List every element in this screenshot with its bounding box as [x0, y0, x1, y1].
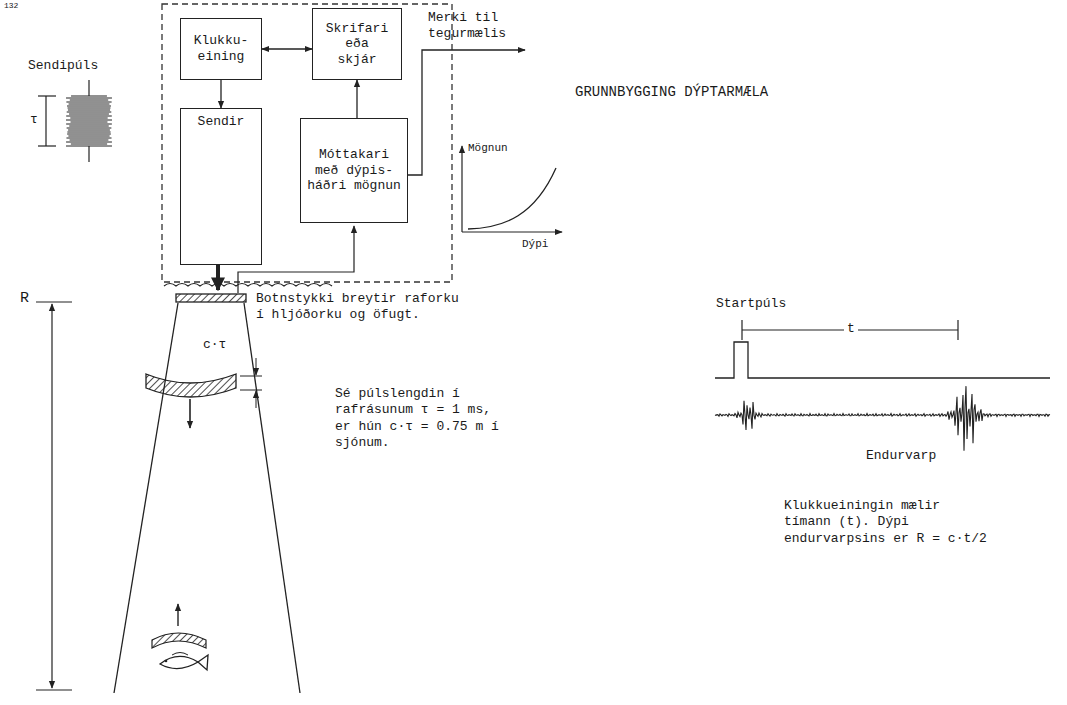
box-label: Klukku- eining [185, 33, 257, 64]
start-pulse-trace [715, 342, 1050, 378]
burst-stroke [66, 116, 112, 117]
axis-label: Mögnun [468, 142, 508, 156]
dimension-label: c·τ [203, 337, 226, 353]
range-arrow [51, 304, 52, 490]
signal-output-line [408, 50, 525, 175]
burst-stroke [68, 136, 109, 137]
burst-stroke [70, 100, 108, 101]
burst-stroke [67, 106, 111, 107]
box-label: Sendir [198, 114, 245, 130]
burst-stroke [67, 112, 112, 113]
ctau-tick [240, 376, 262, 377]
burst-stroke [67, 134, 111, 135]
tau-tick [38, 145, 56, 146]
outgoing-pulse [146, 374, 236, 397]
range-tick [36, 301, 72, 302]
transducer [176, 294, 246, 302]
burst-stroke [69, 104, 110, 105]
burst-stroke [71, 96, 107, 97]
burst-stroke [71, 122, 108, 123]
signal-label: Sendipúls [28, 58, 98, 74]
signal-label: Startpúls [716, 296, 786, 312]
note: Klukkueiningin mælir tímann (t). Dýpi en… [784, 498, 994, 547]
burst-stroke [66, 98, 112, 99]
burst-stroke [66, 146, 112, 147]
burst-stroke [67, 132, 110, 133]
part-note: Botnstykki breytir raforku í hljóðorku o… [256, 291, 468, 324]
transmit-arrow [216, 265, 220, 290]
dimension-label: τ [30, 112, 38, 128]
echo-pulse [152, 633, 206, 648]
diagram-title: GRUNNBYGGING DÝPTARMÆLA [575, 84, 768, 102]
burst-stroke [67, 128, 112, 129]
housing-outline [162, 4, 452, 282]
dimension-label: t [844, 321, 858, 337]
tau-tick [38, 95, 56, 96]
burst-stroke [69, 114, 109, 115]
burst-stroke [68, 108, 111, 109]
gain-curve [468, 168, 556, 229]
pulse-direction [189, 399, 191, 428]
process-box: Klukku- eining [180, 18, 262, 80]
box-label: Skrifari eða skjár [324, 21, 390, 68]
burst-stroke [70, 118, 107, 119]
note: Sé púlslengdin í rafrásunum τ = 1 ms, er… [335, 386, 505, 451]
axis-label: Dýpi [522, 238, 548, 252]
burst-stroke [70, 140, 109, 141]
connector-arrow [262, 48, 312, 49]
box-label: Móttakari með dýpis- háðri mögnun [305, 147, 403, 194]
fish-body [160, 656, 198, 668]
burst-stroke [66, 124, 112, 125]
gain-axis [461, 146, 462, 232]
signal-label: Merki til tegurmælis [428, 10, 514, 43]
pulse-lead [88, 80, 89, 96]
water-surface [164, 284, 332, 287]
range-tick [36, 689, 72, 690]
range-arrow [51, 490, 52, 688]
process-box: Sendir [180, 108, 262, 265]
process-box: Skrifari eða skjár [312, 8, 402, 80]
ctau-arrow [256, 358, 257, 375]
fish-tail [198, 655, 208, 670]
dimension-label: R [20, 290, 29, 309]
tau-bracket [45, 96, 46, 146]
burst-stroke [71, 144, 107, 145]
pulse-lead [88, 146, 89, 162]
beam-edge [244, 303, 300, 693]
fish-eye [165, 660, 168, 663]
burst-stroke [68, 110, 110, 111]
ctau-arrow [256, 391, 257, 408]
send-pulse-burst [66, 96, 112, 146]
ctau-tick [240, 390, 262, 391]
burst-stroke [69, 126, 109, 127]
burst-stroke [66, 138, 111, 139]
echo-trace [715, 386, 1050, 451]
burst-stroke [66, 120, 112, 121]
connector-arrow [220, 80, 221, 108]
signal-label: Endurvarp [866, 448, 936, 464]
page-number: 132 [4, 1, 18, 11]
connector-arrow [356, 80, 357, 118]
echo-direction [177, 604, 178, 626]
burst-stroke [66, 102, 111, 103]
burst-stroke [66, 142, 112, 143]
depth-axis [462, 231, 562, 232]
burst-stroke [68, 130, 110, 131]
process-box: Móttakari með dýpis- háðri mögnun [300, 118, 408, 223]
fish-fin [172, 653, 188, 656]
